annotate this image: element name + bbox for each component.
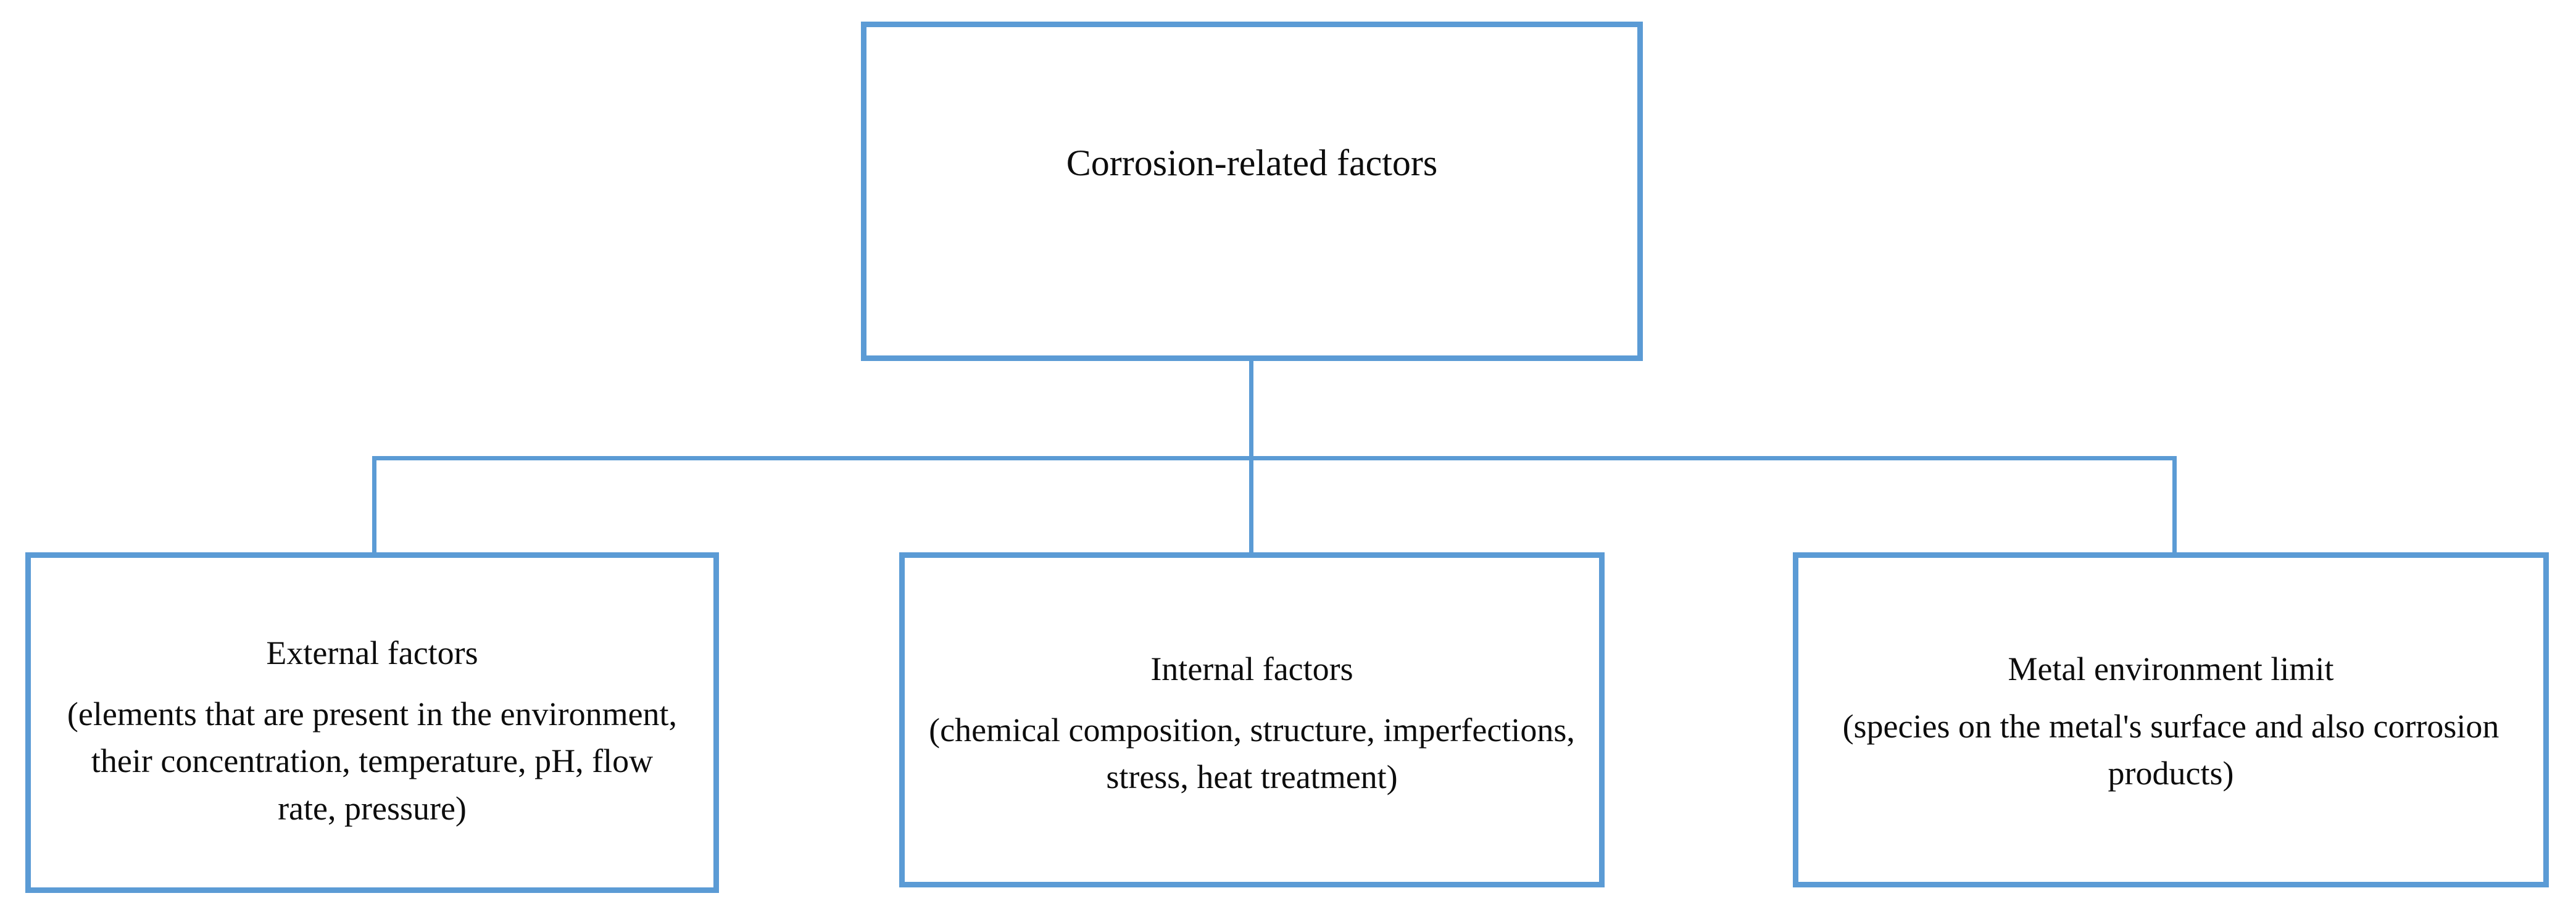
connector-horizontal-bus [372,456,2177,460]
node-metal-environment-limit-title: Metal environment limit [2008,650,2334,687]
connector-root-stem [1249,361,1253,460]
node-root-title: Corrosion-related factors [1066,143,1438,183]
node-external-factors[interactable]: External factors (elements that are pres… [25,552,719,893]
node-metal-environment-limit-description: (species on the metal's surface and also… [1842,707,2499,792]
connector-drop-metal-limit [2172,456,2177,554]
node-metal-environment-limit[interactable]: Metal environment limit (species on the … [1793,552,2549,887]
node-internal-factors[interactable]: Internal factors (chemical composition, … [899,552,1605,887]
node-external-factors-description: (elements that are present in the enviro… [67,695,678,828]
node-external-factors-title: External factors [266,634,478,671]
node-internal-factors-title: Internal factors [1150,650,1353,687]
connector-drop-external [372,456,376,554]
node-internal-factors-description: (chemical composition, structure, imperf… [929,711,1575,796]
connector-drop-internal [1249,456,1253,554]
node-corrosion-related-factors[interactable]: Corrosion-related factors [861,22,1643,361]
